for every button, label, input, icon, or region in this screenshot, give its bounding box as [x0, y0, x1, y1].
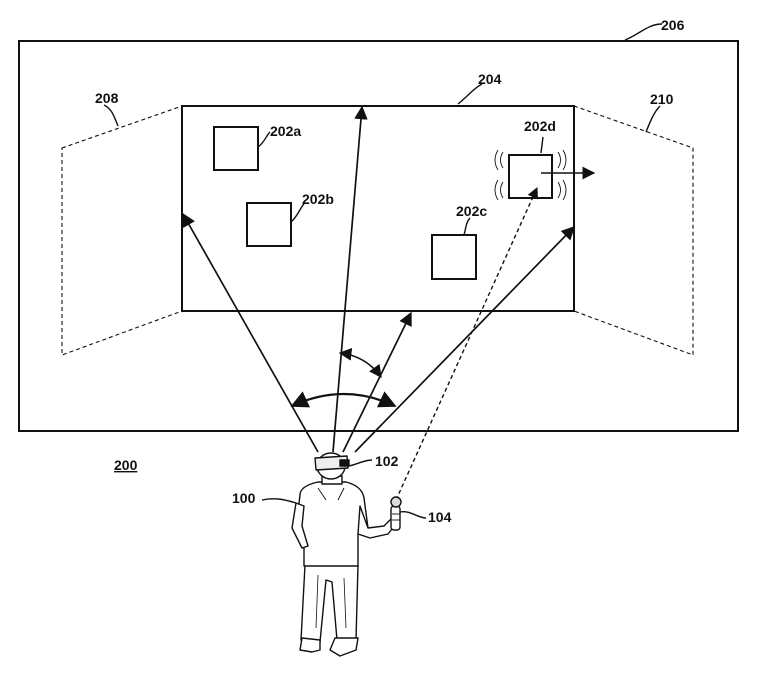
- leader-104: [399, 510, 427, 519]
- gaze-arrow-top: [332, 105, 368, 453]
- person-with-headset-icon: [291, 452, 397, 657]
- fov-arc-wide: [290, 391, 397, 408]
- right-virtual-panel: [573, 105, 694, 356]
- label-210: 210: [650, 91, 674, 107]
- user-torso: [295, 481, 369, 567]
- label-102: 102: [375, 453, 399, 469]
- label-202d: 202d: [524, 118, 556, 134]
- leader-202c: [463, 217, 471, 236]
- leader-100: [261, 498, 297, 504]
- leader-208: [103, 104, 119, 127]
- label-100: 100: [232, 490, 256, 506]
- leader-204: [457, 83, 483, 105]
- leader-202d: [540, 136, 544, 154]
- gaze-arrow-right: [354, 226, 575, 453]
- content-item-202a: [213, 126, 259, 171]
- label-208: 208: [95, 90, 119, 106]
- content-item-202b: [246, 202, 292, 247]
- leader-210: [645, 105, 661, 133]
- content-item-202c: [431, 234, 477, 280]
- label-200: 200: [114, 457, 138, 473]
- gaze-arrow-center: [342, 311, 412, 453]
- label-104: 104: [428, 509, 452, 525]
- label-202b: 202b: [302, 191, 334, 207]
- label-202c: 202c: [456, 203, 487, 219]
- vibration-marks: [494, 149, 567, 201]
- leader-202a: [257, 131, 271, 148]
- content-item-202d: [508, 154, 553, 199]
- leader-102: [348, 459, 373, 467]
- label-202a: 202a: [270, 123, 301, 139]
- handheld-controller-icon: [390, 496, 402, 531]
- environment-frame: [18, 40, 739, 432]
- label-204: 204: [478, 71, 502, 87]
- controller-ray: [395, 186, 538, 501]
- user-shoes: [299, 637, 359, 657]
- user-left-arm: [291, 502, 309, 549]
- leader-202b: [290, 203, 305, 223]
- user-legs: [300, 564, 359, 643]
- view-region: [181, 105, 575, 312]
- left-virtual-panel: [61, 105, 183, 356]
- leader-206: [624, 23, 663, 41]
- gaze-arrow-left: [182, 212, 319, 453]
- fov-arc-small: [338, 347, 382, 379]
- label-206: 206: [661, 17, 685, 33]
